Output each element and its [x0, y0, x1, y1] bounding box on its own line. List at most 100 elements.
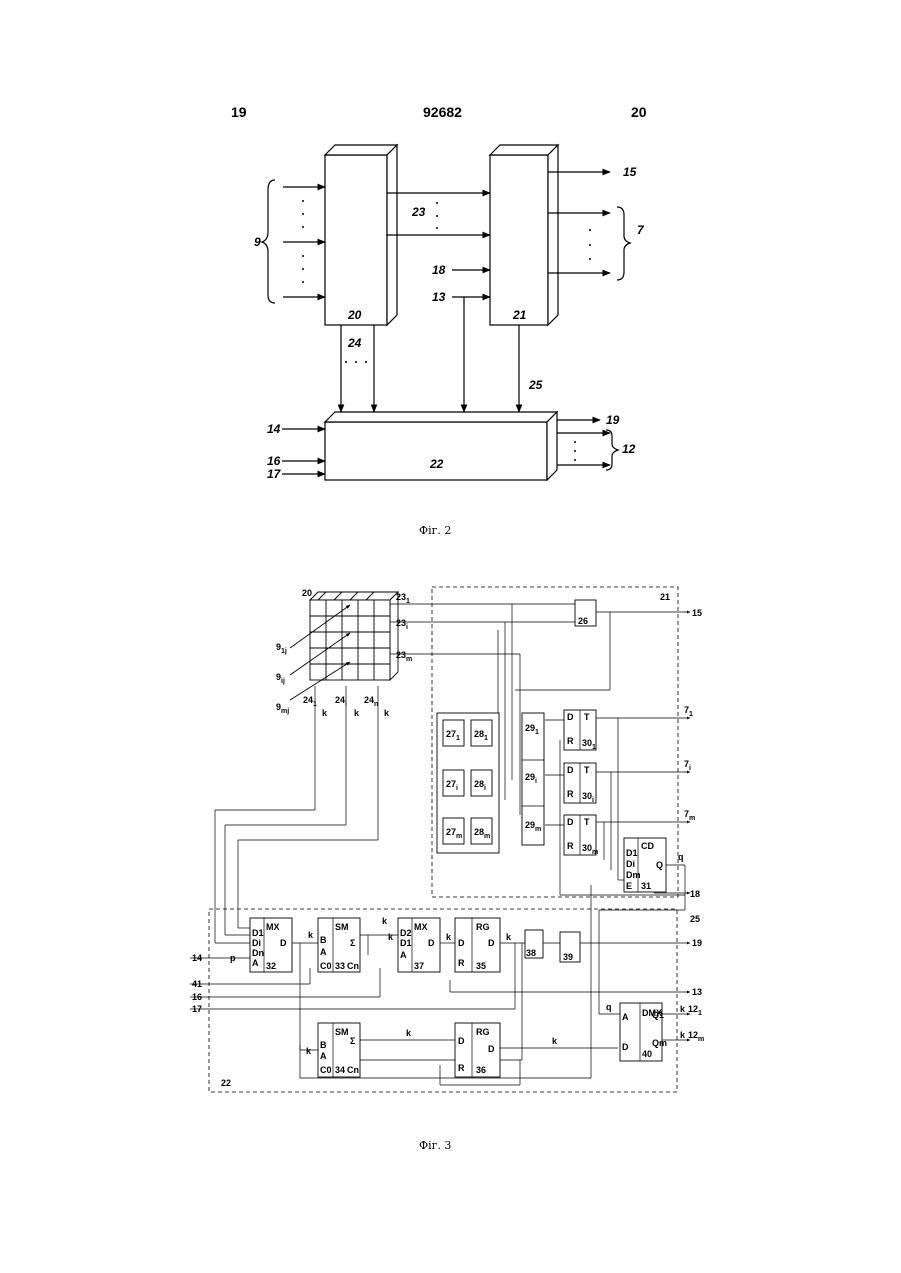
cd-31-e: E: [626, 881, 632, 891]
fig2-input-14: 14: [267, 422, 281, 436]
mx-37-title: MX: [414, 922, 428, 932]
block-31-label: 31: [641, 881, 651, 891]
fig2-output-19: 19: [606, 413, 620, 427]
block-26-label: 26: [578, 616, 588, 626]
block-36-label: 36: [476, 1065, 486, 1075]
dmx-40-q1: Q1: [652, 1010, 664, 1020]
k-label-32-33: k: [308, 930, 314, 940]
cd-31-di: Di: [626, 859, 635, 869]
cd-31-title: CD: [641, 841, 654, 851]
block-34-label: 34: [335, 1065, 345, 1075]
block-38-label: 38: [526, 948, 536, 958]
sm-33-a: A: [320, 947, 327, 957]
mx-37-out-d: D: [428, 938, 435, 948]
input-41-label: 41: [192, 979, 202, 989]
label-9-mj: 9mj: [276, 702, 289, 715]
output-7-1-label: 71: [684, 705, 693, 718]
sm-33-b: B: [320, 935, 327, 945]
t30-m-t: T: [584, 817, 590, 827]
fig2-input-18: 18: [432, 263, 446, 277]
rg-35-d: D: [458, 938, 465, 948]
mx-32-title: MX: [266, 922, 280, 932]
k-label-36-40: k: [552, 1036, 558, 1046]
rg-36-title: RG: [476, 1027, 490, 1037]
output-15-label: 15: [692, 608, 702, 618]
output-12-m-label: 12m: [688, 1030, 704, 1043]
label-24-i: 24i: [335, 695, 347, 708]
mx-32-a: A: [252, 958, 259, 968]
k-label-12-m: k: [680, 1030, 686, 1040]
sm-34-sigma: Σ: [350, 1036, 356, 1046]
rg-35-r: R: [458, 958, 465, 968]
fig2-diagram: 9 23 18 13 20 21 24 25 15 7 14 16 17 22 …: [0, 0, 901, 500]
rg-35-title: RG: [476, 922, 490, 932]
dmx-40-d: D: [622, 1042, 629, 1052]
output-7-m-label: 7m: [684, 809, 695, 822]
fig3-diagram: 20 21 15 26 231 23i 23m 91j 9ij 9mj 241 …: [0, 580, 901, 1140]
block-21: [490, 155, 548, 325]
block-20: [325, 155, 387, 325]
cd-31-dm: Dm: [626, 870, 641, 880]
k-label-24-n: k: [384, 708, 390, 718]
fig2-bus-24: 24: [347, 336, 362, 350]
fig2-input-16: 16: [267, 454, 281, 468]
cd-31-q: Q: [656, 860, 663, 870]
sm-34-cn: Cn: [347, 1065, 359, 1075]
matrix-20: [310, 592, 398, 680]
matrix-20-label: 20: [302, 588, 312, 598]
t30-m-d: D: [567, 817, 574, 827]
fig3-caption: Фіг. 3: [419, 1139, 451, 1152]
fig2-block-22-label: 22: [429, 457, 444, 471]
label-9-ij: 9ij: [276, 672, 285, 685]
t30-1-t: T: [584, 712, 590, 722]
t30-1-d: D: [567, 712, 574, 722]
q-label: q: [678, 852, 684, 862]
sm-34-c0: C0: [320, 1065, 332, 1075]
q-label-40: q: [606, 1002, 612, 1012]
sm-33-c0: C0: [320, 961, 332, 971]
t30-m-r: R: [567, 841, 574, 851]
sm-33-cn: Cn: [347, 961, 359, 971]
k-label-33-37: k: [382, 916, 388, 926]
t30-i-t: T: [584, 765, 590, 775]
t30-1-r: R: [567, 736, 574, 746]
block-35-label: 35: [476, 961, 486, 971]
mx-32-out-d: D: [280, 938, 287, 948]
rg-35-out-d: D: [488, 938, 495, 948]
block-32-label: 32: [266, 961, 276, 971]
group-22-label: 22: [221, 1078, 231, 1088]
output-18-label: 18: [690, 889, 700, 899]
sm-34-title: SM: [335, 1027, 349, 1037]
fig2-block-21-label: 21: [512, 308, 527, 322]
k-label-34-36: k: [406, 1028, 412, 1038]
rg-36-out-d: D: [488, 1044, 495, 1054]
mx-37-d2: D2: [400, 928, 412, 938]
k-label-37-35: k: [446, 932, 452, 942]
fig2-caption: Фіг. 2: [419, 524, 451, 537]
sm-33-sigma: Σ: [350, 938, 356, 948]
t30-i-d: D: [567, 765, 574, 775]
fig2-input-9: 9: [254, 235, 261, 249]
dmx-40-a: A: [622, 1012, 629, 1022]
fig2-input-13: 13: [432, 290, 446, 304]
output-19-label: 19: [692, 938, 702, 948]
block-22: [325, 422, 547, 480]
output-7-i-label: 7i: [684, 759, 691, 772]
sm-34-a: A: [320, 1051, 327, 1061]
input-14-label: 14: [192, 953, 202, 963]
t30-i-r: R: [567, 789, 574, 799]
fig2-bus-25: 25: [528, 378, 543, 392]
mx-37-a: A: [400, 950, 407, 960]
fig2-input-17: 17: [267, 467, 282, 481]
input-16-label: 16: [192, 992, 202, 1002]
cd-31-d1: D1: [626, 848, 638, 858]
k-label-24-1: k: [322, 708, 328, 718]
block-33-label: 33: [335, 961, 345, 971]
group-21-label: 21: [660, 592, 670, 602]
k-label-34-in: k: [306, 1046, 312, 1056]
mx-32-di: Di: [252, 938, 261, 948]
fig2-block-20-label: 20: [347, 308, 362, 322]
label-24-n: 24n: [364, 695, 378, 708]
block-37-label: 37: [414, 961, 424, 971]
fig2-bus-23: 23: [411, 205, 426, 219]
